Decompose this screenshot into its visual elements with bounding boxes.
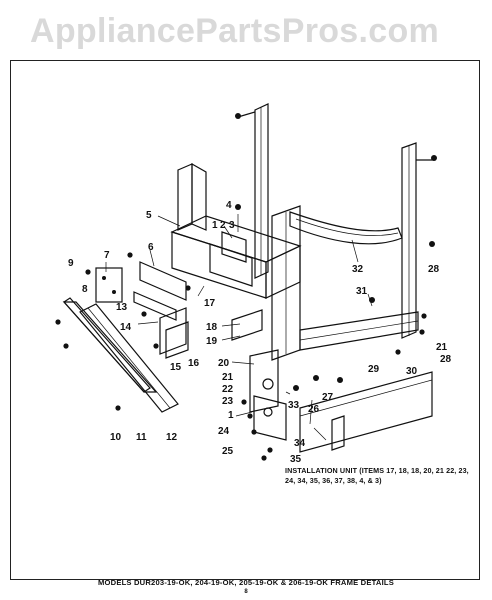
- lower-rails: [62, 297, 179, 413]
- callout-26: 26: [308, 404, 320, 415]
- callout-28b: 28: [440, 354, 452, 365]
- callout-35: 35: [290, 454, 302, 465]
- cross-bar: [299, 311, 419, 351]
- callout-17: 17: [204, 298, 216, 309]
- callout-30: 30: [406, 366, 418, 377]
- callout-20: 20: [218, 358, 230, 369]
- callout-24: 24: [218, 426, 230, 437]
- callout-22: 22: [222, 384, 234, 395]
- callout-9: 9: [68, 258, 74, 269]
- callout-12: 12: [166, 432, 178, 443]
- callout-2: 2: [220, 220, 226, 231]
- callout-10: 10: [110, 432, 122, 443]
- lower-hinge-assembly: [231, 309, 287, 441]
- callout-23: 23: [222, 396, 234, 407]
- callout-14: 14: [120, 322, 132, 333]
- callout-25: 25: [222, 446, 234, 457]
- callout-7: 7: [104, 250, 110, 261]
- callout-13: 13: [116, 302, 128, 313]
- callout-29: 29: [368, 364, 380, 375]
- callout-31: 31: [356, 286, 368, 297]
- leader-lines: [105, 214, 373, 441]
- watermark: AppliancePartsPros.com: [30, 12, 440, 50]
- callout-3: 3: [229, 220, 235, 231]
- top-rail: [289, 211, 403, 245]
- callout-6: 6: [148, 242, 154, 253]
- left-upright-channel: [237, 103, 269, 279]
- callout-27: 27: [322, 392, 334, 403]
- callout-1b: 1: [228, 410, 234, 421]
- part-callouts: 4 1 2 3 5 6 7 8 9 10 11 12 13 14 15 16 1…: [68, 200, 452, 465]
- frame-details-caption: MODELS DUR203-19-OK, 204-19-OK, 205-19-O…: [98, 578, 394, 587]
- callout-34: 34: [294, 438, 306, 449]
- right-upright-channel: [401, 142, 434, 339]
- callout-8: 8: [82, 284, 88, 295]
- callout-16: 16: [188, 358, 200, 369]
- kick-plate: [299, 371, 433, 453]
- installation-unit-note: INSTALLATION UNIT (ITEMS 17, 18, 18, 20,…: [285, 466, 469, 485]
- callout-21a: 21: [222, 372, 234, 383]
- callout-15: 15: [170, 362, 182, 373]
- callout-28a: 28: [428, 264, 440, 275]
- callout-4: 4: [226, 200, 232, 211]
- callout-19: 19: [206, 336, 218, 347]
- callout-32: 32: [352, 264, 364, 275]
- side-bracket-assembly: [95, 261, 189, 359]
- main-frame: [170, 162, 302, 361]
- page-number: 8: [244, 589, 248, 595]
- callout-5: 5: [146, 210, 152, 221]
- callout-21b: 21: [436, 342, 448, 353]
- callout-18: 18: [206, 322, 218, 333]
- callout-1a: 1: [212, 220, 218, 231]
- screw-hardware: [55, 113, 437, 461]
- diagram-frame: [10, 60, 480, 580]
- callout-11: 11: [136, 432, 147, 443]
- callout-33: 33: [288, 400, 300, 411]
